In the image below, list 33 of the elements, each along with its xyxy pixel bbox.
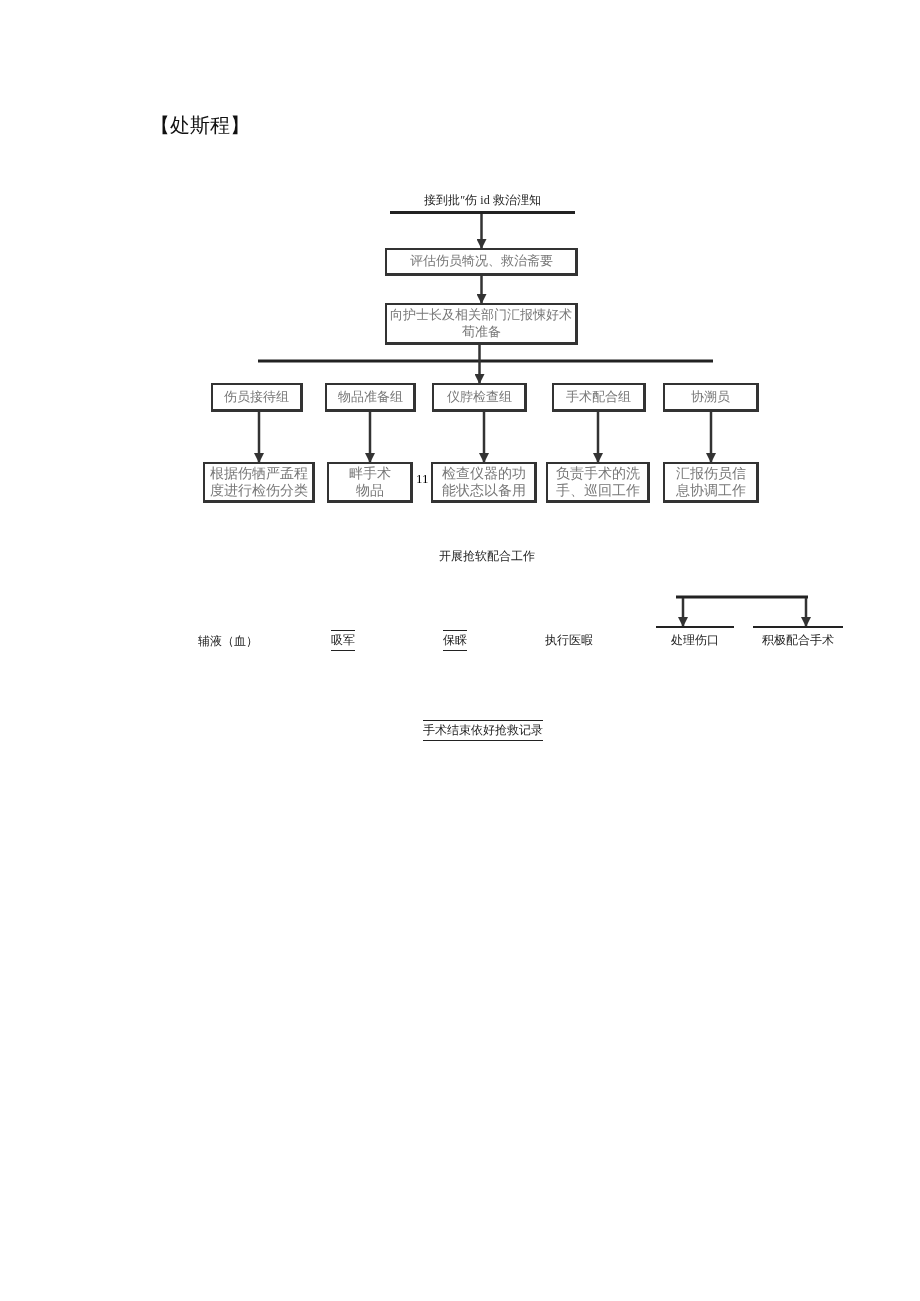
underlined-text: 保睬 — [443, 630, 467, 651]
note-text: 辅液（血） — [198, 633, 258, 650]
process-box: 根据伤牺严孟程度进行检伤分类 — [203, 462, 315, 503]
underlined-text: 吸军 — [331, 630, 355, 651]
process-box: 仪脖检查组 — [432, 383, 527, 412]
process-box: 伤员接待组 — [211, 383, 303, 412]
process-box: 向护士长及相关部门汇报悚好术荀准备 — [385, 303, 578, 345]
underlined-text: 手术结束依好抢救记录 — [423, 720, 543, 741]
underlined-text: 处理伤口 — [656, 626, 734, 648]
process-box: 评估伤员犄况、救治斋要 — [385, 248, 578, 276]
arrow — [254, 412, 264, 463]
process-box: 畔手术物品 — [327, 462, 413, 503]
diagram-title: 【处斯程】 — [150, 112, 250, 139]
callout-mark: 11 — [416, 472, 429, 485]
process-box: 负责手术的洗手、巡回工作 — [546, 462, 650, 503]
underlined-text: 接到批″伤 id 救治浬知 — [390, 190, 575, 214]
arrow — [476, 276, 487, 304]
process-box: 手术配合组 — [552, 383, 646, 412]
process-box: 检查仪器的功能状态以备用 — [431, 462, 537, 503]
note-text: 执行医暇 — [545, 632, 593, 649]
underlined-text: 积极配合手术 — [753, 626, 843, 648]
arrow — [801, 598, 811, 627]
arrow — [678, 598, 688, 627]
process-box: 汇报伤员信息协调工作 — [663, 462, 759, 503]
arrow — [474, 345, 485, 384]
arrow — [479, 412, 489, 463]
arrow — [365, 412, 375, 463]
arrow — [706, 412, 716, 463]
process-box: 协溯员 — [663, 383, 759, 412]
arrow — [593, 412, 603, 463]
process-box: 物品准备组 — [325, 383, 416, 412]
note-text: 开展抢软配合工作 — [439, 548, 535, 565]
arrow — [476, 214, 487, 249]
